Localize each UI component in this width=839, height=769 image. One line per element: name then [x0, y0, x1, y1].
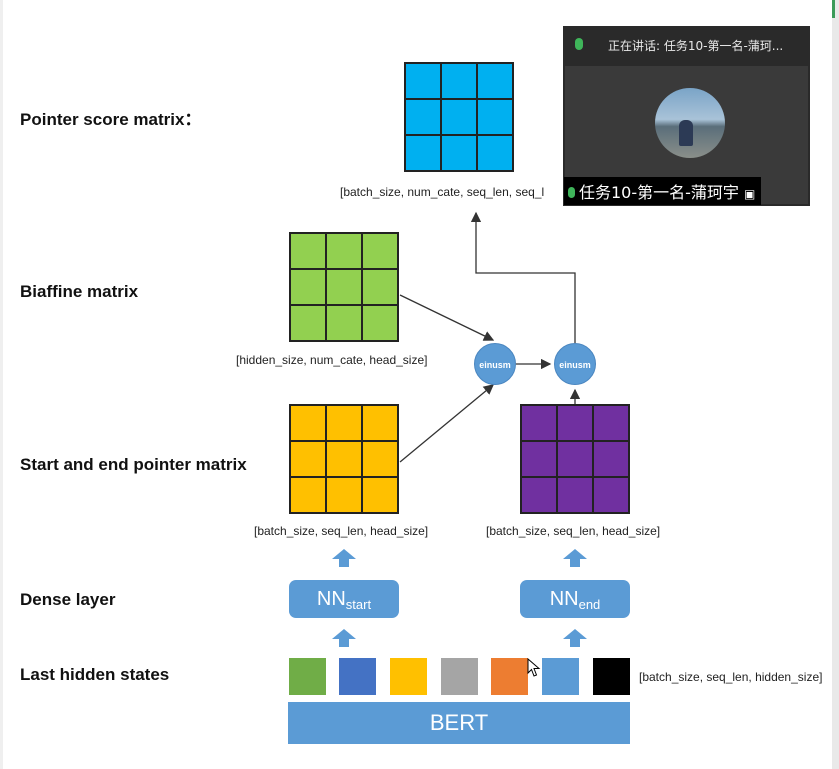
nn-start-sub: start — [345, 597, 372, 612]
up-arrow-icon — [563, 549, 587, 567]
matrix-cell — [326, 441, 362, 477]
matrix-cell — [477, 99, 513, 135]
matrix-cell — [290, 269, 326, 305]
start-dims: [batch_size, seq_len, head_size] — [254, 524, 429, 538]
einsum2-to-pointer-score — [470, 211, 576, 343]
matrix-cell — [290, 233, 326, 269]
matrix-cell — [405, 99, 441, 135]
biaffine-label: Biaffine matrix — [20, 282, 139, 301]
matrix-cell — [326, 305, 362, 341]
matrix-cell — [557, 405, 593, 441]
scrollbar[interactable] — [832, 0, 839, 769]
bert-box: BERT — [288, 702, 630, 744]
hidden-dims: [batch_size, seq_len, hidden_size] — [639, 670, 823, 684]
matrix-cell — [326, 405, 362, 441]
last-hidden-label: Last hidden states — [20, 665, 170, 684]
hidden-state-square — [390, 658, 427, 695]
matrix-cell — [477, 63, 513, 99]
up-arrow-icon — [563, 629, 587, 647]
nn-end-box: NNend — [520, 580, 630, 618]
pointer-score-matrix — [404, 62, 514, 172]
overlay-title: 正在讲话: 任务10-第一名-蒲珂... — [608, 39, 784, 53]
matrix-cell — [326, 477, 362, 513]
user-card-icon: ▣ — [744, 187, 756, 201]
speaker-name-tag: 任务10-第一名-蒲珂宇 ▣ — [564, 177, 762, 205]
speaker-name: 任务10-第一名-蒲珂宇 — [579, 183, 739, 202]
einsum-node-2: einusm — [554, 343, 596, 385]
hidden-state-square — [339, 658, 376, 695]
einsum-node-1: einusm — [474, 343, 516, 385]
matrix-cell — [290, 405, 326, 441]
pointer-score-label: Pointer score matrix： — [20, 110, 202, 129]
matrix-cell — [477, 135, 513, 171]
matrix-cell — [326, 269, 362, 305]
matrix-cell — [441, 63, 477, 99]
matrix-cell — [326, 233, 362, 269]
hidden-state-square — [441, 658, 478, 695]
avatar — [655, 88, 725, 158]
video-call-overlay[interactable]: 正在讲话: 任务10-第一名-蒲珂... 任务10-第一名-蒲珂宇 ▣ — [563, 26, 810, 206]
matrix-cell — [557, 477, 593, 513]
matrix-cell — [290, 477, 326, 513]
nn-start-main: NN — [316, 588, 346, 610]
mouse-cursor-icon — [527, 658, 541, 677]
matrix-cell — [405, 63, 441, 99]
matrix-cell — [557, 441, 593, 477]
matrix-cell — [521, 405, 557, 441]
hidden-state-square — [593, 658, 630, 695]
matrix-cell — [441, 99, 477, 135]
matrix-cell — [441, 135, 477, 171]
up-arrow-icon — [332, 549, 356, 567]
pointer-score-dims: [batch_size, num_cate, seq_len, seq_l — [340, 185, 545, 199]
start-to-einsum1 — [399, 384, 495, 463]
end-dims: [batch_size, seq_len, head_size] — [486, 524, 661, 538]
nn-end-main: NN — [549, 588, 579, 610]
matrix-cell — [362, 233, 398, 269]
start-pointer-matrix — [289, 404, 399, 514]
person-figure — [679, 120, 693, 146]
end-pointer-matrix — [520, 404, 630, 514]
start-end-label: Start and end pointer matrix — [20, 455, 247, 474]
biaffine-matrix — [289, 232, 399, 342]
matrix-cell — [593, 405, 629, 441]
matrix-cell — [290, 305, 326, 341]
matrix-cell — [362, 441, 398, 477]
hidden-state-square — [491, 658, 528, 695]
matrix-cell — [362, 305, 398, 341]
matrix-cell — [362, 269, 398, 305]
left-edge — [0, 0, 3, 769]
mic-icon — [568, 187, 575, 198]
matrix-cell — [521, 477, 557, 513]
matrix-cell — [290, 441, 326, 477]
hidden-state-square — [289, 658, 326, 695]
biaffine-dims: [hidden_size, num_cate, head_size] — [236, 353, 428, 367]
dense-layer-label: Dense layer — [20, 590, 116, 609]
nn-start-box: NNstart — [289, 580, 399, 618]
up-arrow-icon — [332, 629, 356, 647]
matrix-cell — [362, 477, 398, 513]
mic-icon — [575, 38, 583, 50]
matrix-cell — [593, 441, 629, 477]
matrix-cell — [362, 405, 398, 441]
hidden-state-square — [542, 658, 579, 695]
scrollbar-indicator — [832, 0, 835, 18]
matrix-cell — [405, 135, 441, 171]
nn-end-sub: end — [578, 597, 601, 612]
biaffine-to-einsum1 — [399, 294, 495, 341]
matrix-cell — [521, 441, 557, 477]
matrix-cell — [593, 477, 629, 513]
